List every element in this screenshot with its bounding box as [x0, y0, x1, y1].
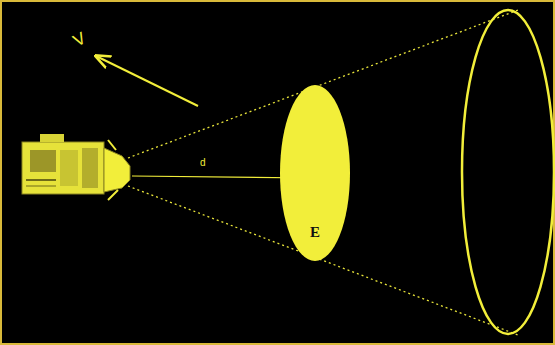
- spacecraft: [22, 134, 130, 200]
- velocity-arrow: [96, 56, 198, 106]
- velocity-label: V: [70, 29, 89, 52]
- distance-label: d: [200, 157, 206, 168]
- ellipse-label: E: [310, 224, 320, 241]
- target-ellipse: E: [279, 84, 351, 262]
- far-ellipse: [462, 10, 554, 334]
